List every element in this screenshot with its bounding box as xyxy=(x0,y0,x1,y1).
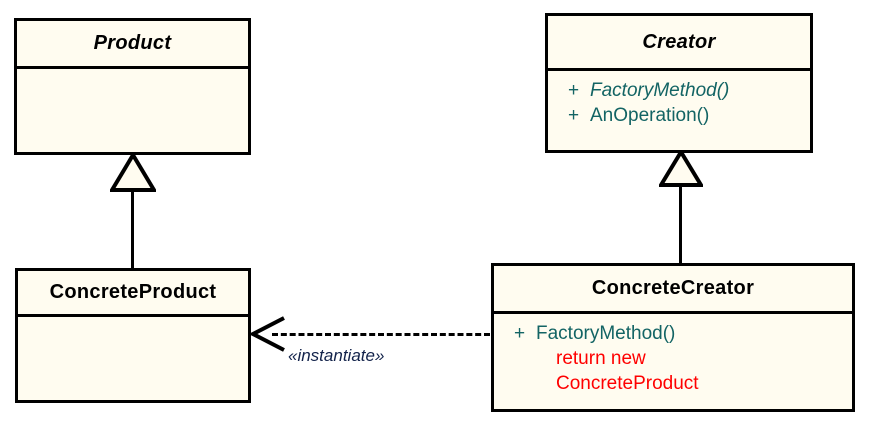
member-name-factorymethod: FactoryMethod() xyxy=(536,323,676,344)
member-name-anoperation: AnOperation() xyxy=(590,105,710,126)
visibility-marker: + xyxy=(514,323,526,344)
generalization-line-creator xyxy=(679,185,682,265)
generalization-line-product xyxy=(131,188,134,270)
class-header-creator: Creator xyxy=(548,16,810,71)
class-box-concreteproduct[interactable]: ConcreteProduct xyxy=(15,268,251,403)
class-header-concreteproduct: ConcreteProduct xyxy=(18,271,248,317)
class-box-product[interactable]: Product xyxy=(14,18,251,155)
visibility-marker: + xyxy=(568,105,580,126)
dependency-arrowhead-open xyxy=(250,316,285,352)
class-header-concretecreator: ConcreteCreator xyxy=(494,266,852,314)
generalization-arrowhead-creator xyxy=(659,150,703,187)
class-name-product: Product xyxy=(93,32,172,54)
class-name-concretecreator: ConcreteCreator xyxy=(591,277,755,299)
visibility-marker: + xyxy=(568,80,580,101)
class-body-creator: + FactoryMethod() + AnOperation() xyxy=(548,71,810,153)
class-box-creator[interactable]: Creator + FactoryMethod() + AnOperation(… xyxy=(545,13,813,153)
dependency-label-instantiate: «instantiate» xyxy=(288,346,385,365)
member-row-creator-factorymethod[interactable]: + FactoryMethod() xyxy=(548,78,810,103)
class-body-concreteproduct xyxy=(18,317,248,403)
class-name-concreteproduct: ConcreteProduct xyxy=(49,281,217,303)
code-line-return-new: return new xyxy=(556,348,646,369)
generalization-arrowhead-product xyxy=(110,153,156,192)
member-row-concretecreator-factorymethod[interactable]: + FactoryMethod() xyxy=(494,321,852,346)
member-row-creator-anoperation[interactable]: + AnOperation() xyxy=(548,103,810,128)
class-box-concretecreator[interactable]: ConcreteCreator + FactoryMethod() return… xyxy=(491,263,855,412)
class-body-concretecreator: + FactoryMethod() return new ConcretePro… xyxy=(494,314,852,412)
member-name-factorymethod: FactoryMethod() xyxy=(590,80,730,101)
class-name-creator: Creator xyxy=(642,30,716,53)
class-body-product xyxy=(17,69,248,155)
dependency-dashed-line xyxy=(272,333,490,336)
code-line-concreteproduct: ConcreteProduct xyxy=(556,373,699,394)
class-header-product: Product xyxy=(17,21,248,69)
